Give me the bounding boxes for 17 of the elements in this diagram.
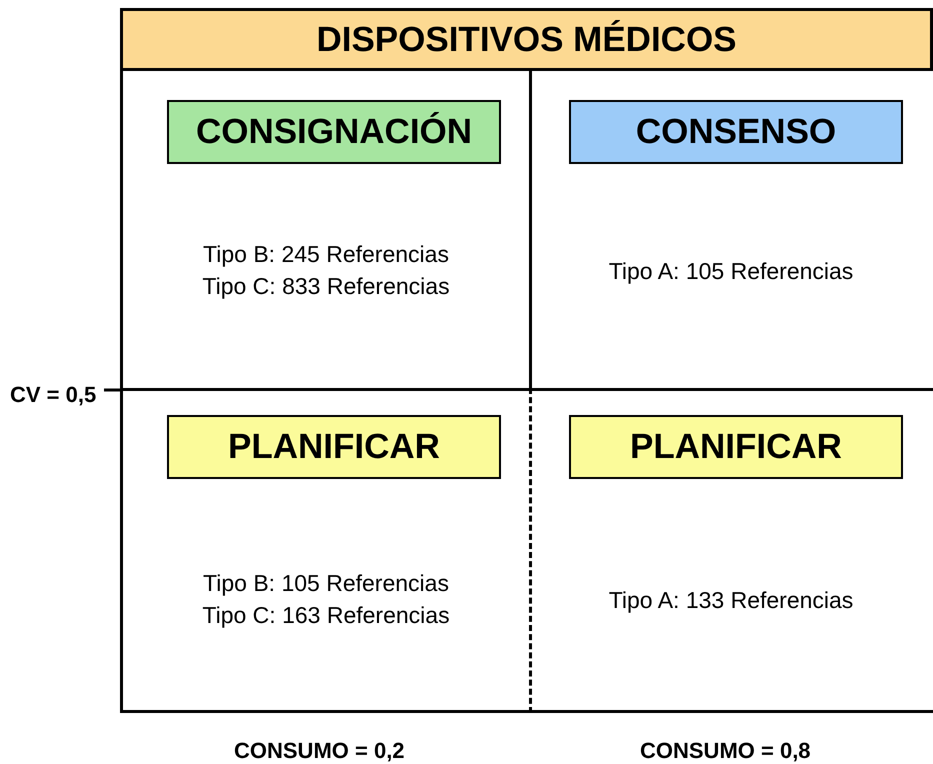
reference-count-text: Tipo A: 133 Referencias <box>608 586 854 615</box>
reference-count-text: Tipo C: 163 Referencias <box>202 601 450 630</box>
header-band: DISPOSITIVOS MÉDICOS <box>120 8 933 71</box>
category-label-box: CONSIGNACIÓN <box>167 100 501 164</box>
category-label-box: PLANIFICAR <box>569 415 903 479</box>
matrix-quadrant <box>529 388 933 713</box>
category-label-box: CONSENSO <box>569 100 903 164</box>
reference-count-text: Tipo B: 105 Referencias <box>203 569 449 598</box>
matrix-quadrant <box>120 70 532 391</box>
reference-count-text: Tipo A: 105 Referencias <box>608 257 854 286</box>
axis-threshold-label: CONSUMO = 0,8 <box>640 738 811 764</box>
matrix-quadrant <box>120 388 532 713</box>
category-label-box: PLANIFICAR <box>167 415 501 479</box>
axis-threshold-label: CONSUMO = 0,2 <box>234 738 405 764</box>
axis-threshold-label: CV = 0,5 <box>10 382 96 408</box>
reference-count-text: Tipo C: 833 Referencias <box>202 272 450 301</box>
reference-count-text: Tipo B: 245 Referencias <box>203 240 449 269</box>
